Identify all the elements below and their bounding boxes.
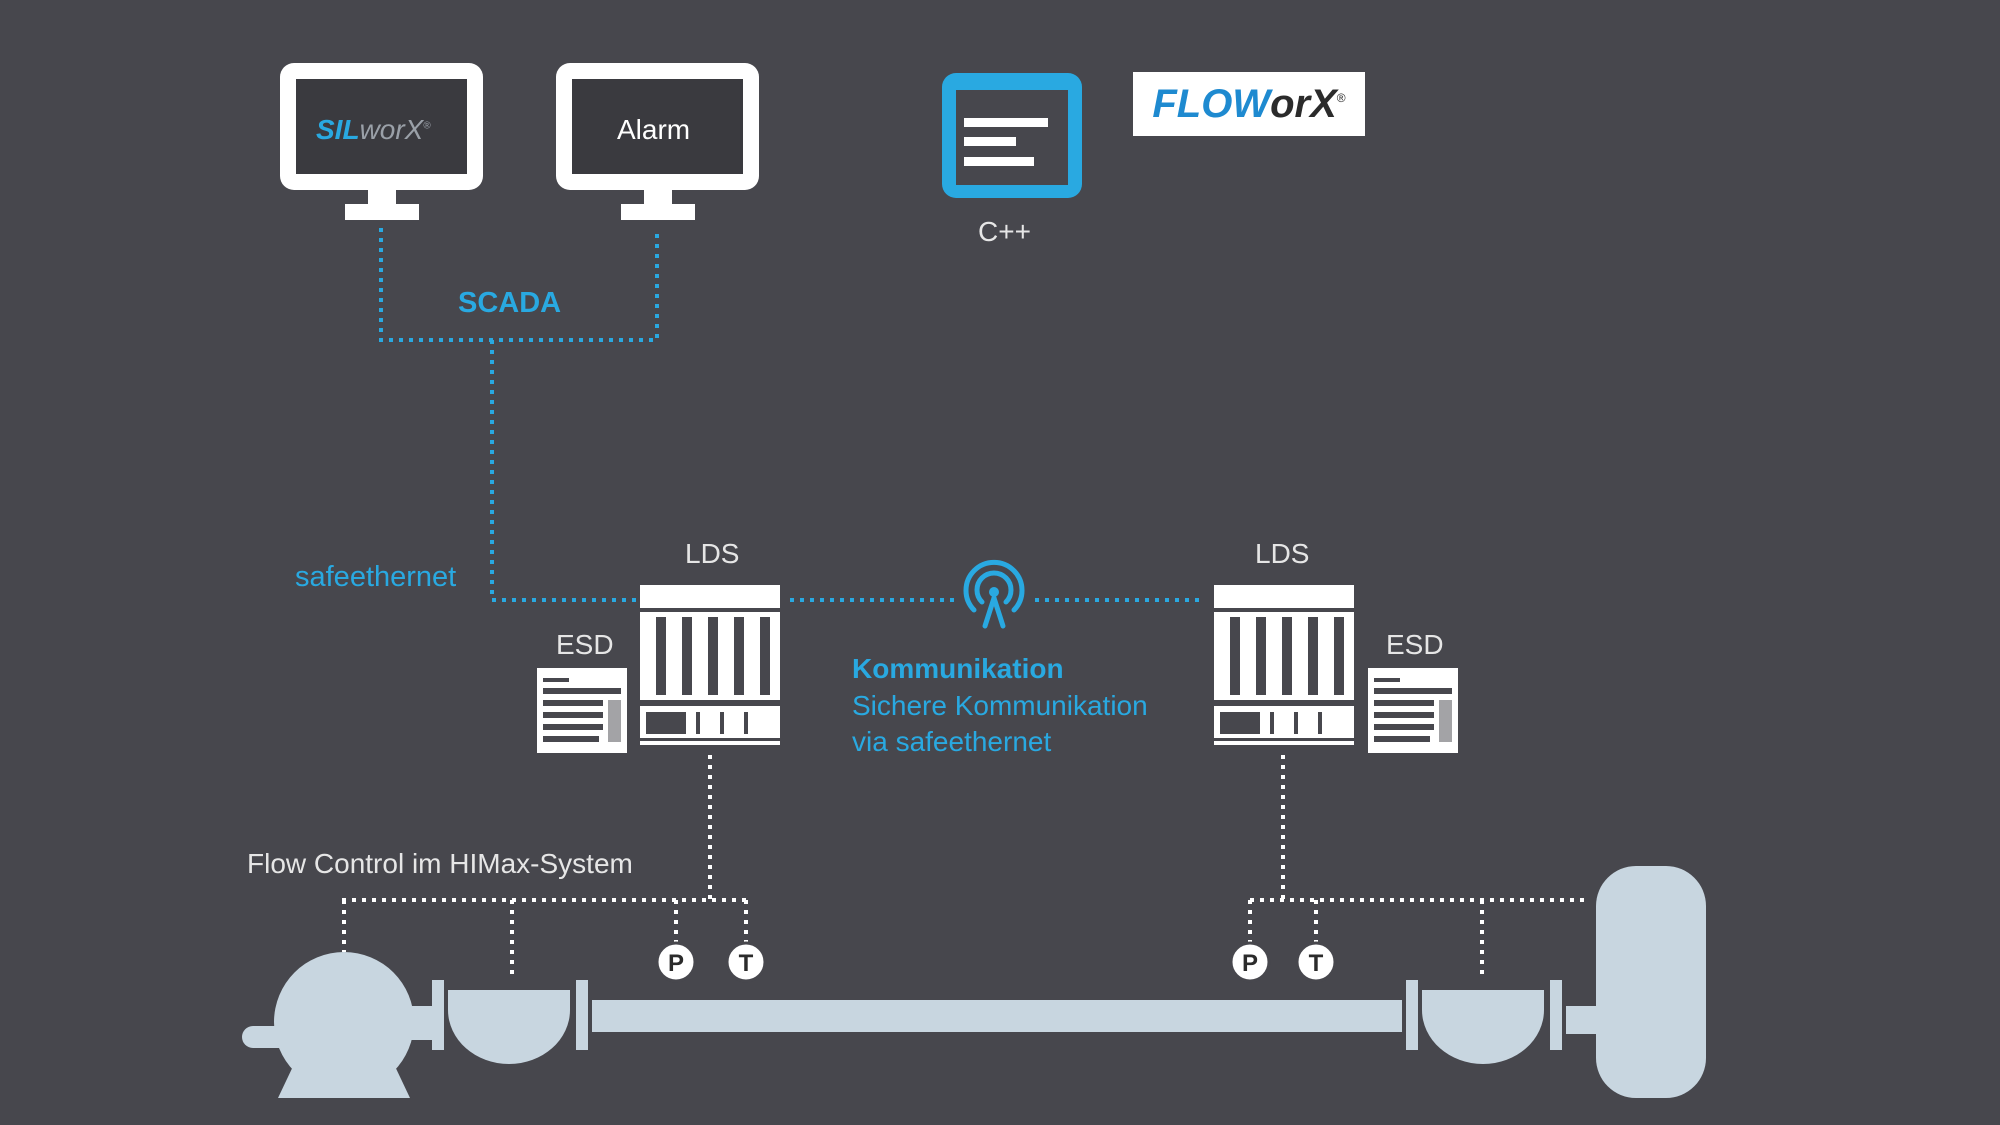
pressure-label-right: P <box>1242 950 1258 977</box>
temperature-label-right: T <box>1309 950 1324 977</box>
sensor-gauges: P T P T <box>655 941 1337 983</box>
temperature-sensor-left <box>725 941 767 983</box>
floworx-orx: orX <box>1270 81 1337 126</box>
pump-icon <box>242 952 432 1098</box>
field-wiring <box>342 755 1590 980</box>
pressure-sensor-right <box>1229 941 1271 983</box>
safeethernet-label: safeethernet <box>295 561 457 593</box>
silworx-sil: SIL <box>316 114 360 145</box>
controller-rack-icon <box>640 585 780 745</box>
valve-icon-right <box>1422 990 1544 1064</box>
alarm-label: Alarm <box>617 114 691 145</box>
silworx-monitor <box>280 63 483 220</box>
pressure-sensor-left <box>655 941 697 983</box>
controller-rack-icon-right <box>1214 585 1354 745</box>
silworx-worx: worX <box>359 114 424 145</box>
valve-icon <box>448 990 570 1064</box>
temperature-sensor-right <box>1295 941 1337 983</box>
temperature-label-left: T <box>739 950 754 977</box>
process-caption: Flow Control im HIMax-System <box>247 848 633 879</box>
silworx-reg: ® <box>423 120 431 132</box>
lds-label-right: LDS <box>1255 538 1310 569</box>
communication-title: Kommunikation <box>852 653 1064 684</box>
scada-link <box>379 228 659 342</box>
cpp-label: C++ <box>978 216 1031 247</box>
esd-module-icon <box>537 668 627 753</box>
scada-label: SCADA <box>458 287 562 319</box>
safeethernet-link-left <box>490 340 640 602</box>
communication-line1: Sichere Kommunikation <box>852 690 1148 721</box>
process-line <box>242 866 1706 1098</box>
pressure-label-left: P <box>668 950 684 977</box>
floworx-reg: ® <box>1336 91 1346 105</box>
esd-label-left: ESD <box>556 629 614 660</box>
lds-label-left: LDS <box>685 538 740 569</box>
silworx-logo: SILworX® <box>316 116 431 144</box>
tank-icon <box>1596 866 1706 1098</box>
alarm-monitor <box>556 63 759 220</box>
floworx-flow: FLOW <box>1152 81 1271 126</box>
network-lines <box>379 228 1200 602</box>
pipeline <box>592 1000 1402 1032</box>
esd-module-icon-right <box>1368 668 1458 753</box>
code-window-icon <box>942 73 1082 198</box>
esd-label-right: ESD <box>1386 629 1444 660</box>
communication-line2: via safeethernet <box>852 726 1052 757</box>
antenna-icon <box>963 559 1025 629</box>
